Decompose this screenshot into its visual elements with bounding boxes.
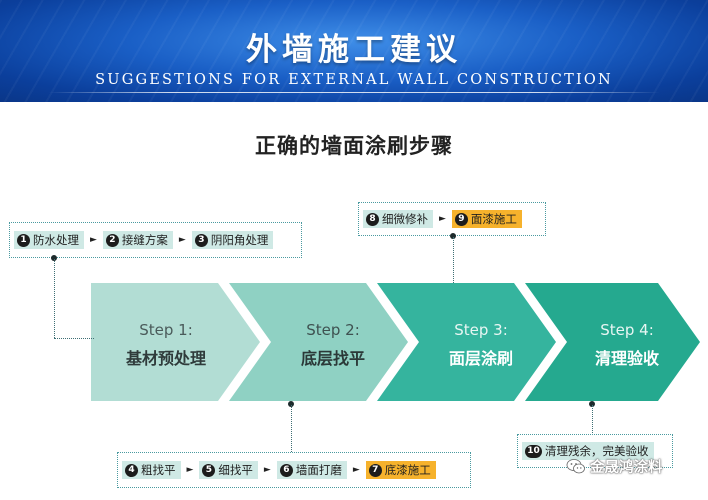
step1-substeps-box: 1 防水处理 ► 2 接缝方案 ► 3 阴阳角处理 [9,222,302,258]
banner-subtitle: SUGGESTIONS FOR EXTERNAL WALL CONSTRUCTI… [95,72,613,88]
step3-name: 面层涂刷 [448,349,513,368]
substep-number: 1 [17,233,30,247]
connector-line [291,405,292,452]
substep-label: 粗找平 [141,463,176,477]
substep-label: 墙面打磨 [295,463,342,477]
substep-7: 7 底漆施工 [365,461,436,479]
step4-substeps-box: 10 清理残余，完美验收 [517,434,673,468]
substep-4: 4 粗找平 [122,461,181,479]
substep-label: 接缝方案 [121,233,168,247]
substep-8: 8 细微修补 [363,210,433,228]
substep-number: 6 [279,463,293,477]
step4-chevron [525,283,700,401]
step3-number: Step 3: [454,321,508,339]
step2-label: Step 2: 底层找平 [258,283,408,401]
step4-number: Step 4: [600,321,654,339]
substep-label: 面漆施工 [470,212,517,226]
connector-dot [450,233,456,239]
step1-label: Step 1: 基材预处理 [91,283,241,401]
step4-label: Step 4: 清理验收 [552,283,702,401]
watermark-text: 金晟鸿涂料 [590,460,663,476]
substep-number: 8 [366,212,379,226]
banner-title: 外墙施工建议 [246,32,462,68]
substep-number: 5 [202,463,216,477]
step2-name: 底层找平 [300,349,365,368]
substep-5: 5 细找平 [199,461,258,479]
arrow-right-icon: ► [186,465,194,475]
substep-label: 细找平 [218,463,253,477]
wechat-icon [566,459,585,474]
arrow-right-icon: ► [263,465,271,475]
arrow-right-icon: ► [439,214,446,224]
connector-dot [589,401,595,407]
substep-6: 6 墙面打磨 [276,461,347,479]
step4-name: 清理验收 [594,349,659,368]
substep-3: 3 阴阳角处理 [191,231,274,249]
substep-label: 底漆施工 [384,463,431,477]
step1-name: 基材预处理 [125,349,206,368]
step2-chevron [229,283,408,401]
banner-divider [48,92,660,93]
step2-number: Step 2: [306,321,360,339]
substep-2: 2 接缝方案 [102,231,173,249]
connector-dot [51,255,57,261]
arrow-right-icon: ► [352,465,360,475]
connector-line [592,405,593,435]
substep-number: 9 [454,212,468,226]
step2-substeps-box: 4 粗找平 ► 5 细找平 ► 6 墙面打磨 ► 7 底漆施工 [117,452,471,488]
page-title: 正确的墙面涂刷步骤 [255,134,453,158]
substep-label: 细微修补 [382,212,428,226]
connector-line [54,338,94,339]
header-banner: 外墙施工建议 SUGGESTIONS FOR EXTERNAL WALL CON… [0,0,708,102]
connector-line [453,237,454,283]
watermark: 金晟鸿涂料 [566,456,663,477]
connector-line [54,259,55,338]
substep-number: 7 [368,463,382,477]
substep-number: 2 [105,233,119,247]
step1-number: Step 1: [139,321,193,339]
substep-1: 1 防水处理 [14,231,84,249]
steps-flow [91,283,700,401]
substep-label: 清理残余，完美验收 [545,444,649,458]
substep-label: 防水处理 [33,233,79,247]
substep-10: 10 清理残余，完美验收 [522,442,654,460]
arrow-right-icon: ► [178,235,186,245]
arrow-right-icon: ► [90,235,97,245]
substep-9: 9 面漆施工 [451,210,522,228]
substep-number: 10 [525,444,542,458]
substep-label: 阴阳角处理 [210,233,269,247]
step3-substeps-box: 8 细微修补 ► 9 面漆施工 [358,202,546,236]
step1-chevron [91,283,260,401]
substep-number: 4 [125,463,138,477]
substep-number: 3 [194,233,208,247]
connector-dot [288,401,294,407]
step3-chevron [377,283,556,401]
step3-label: Step 3: 面层涂刷 [406,283,556,401]
